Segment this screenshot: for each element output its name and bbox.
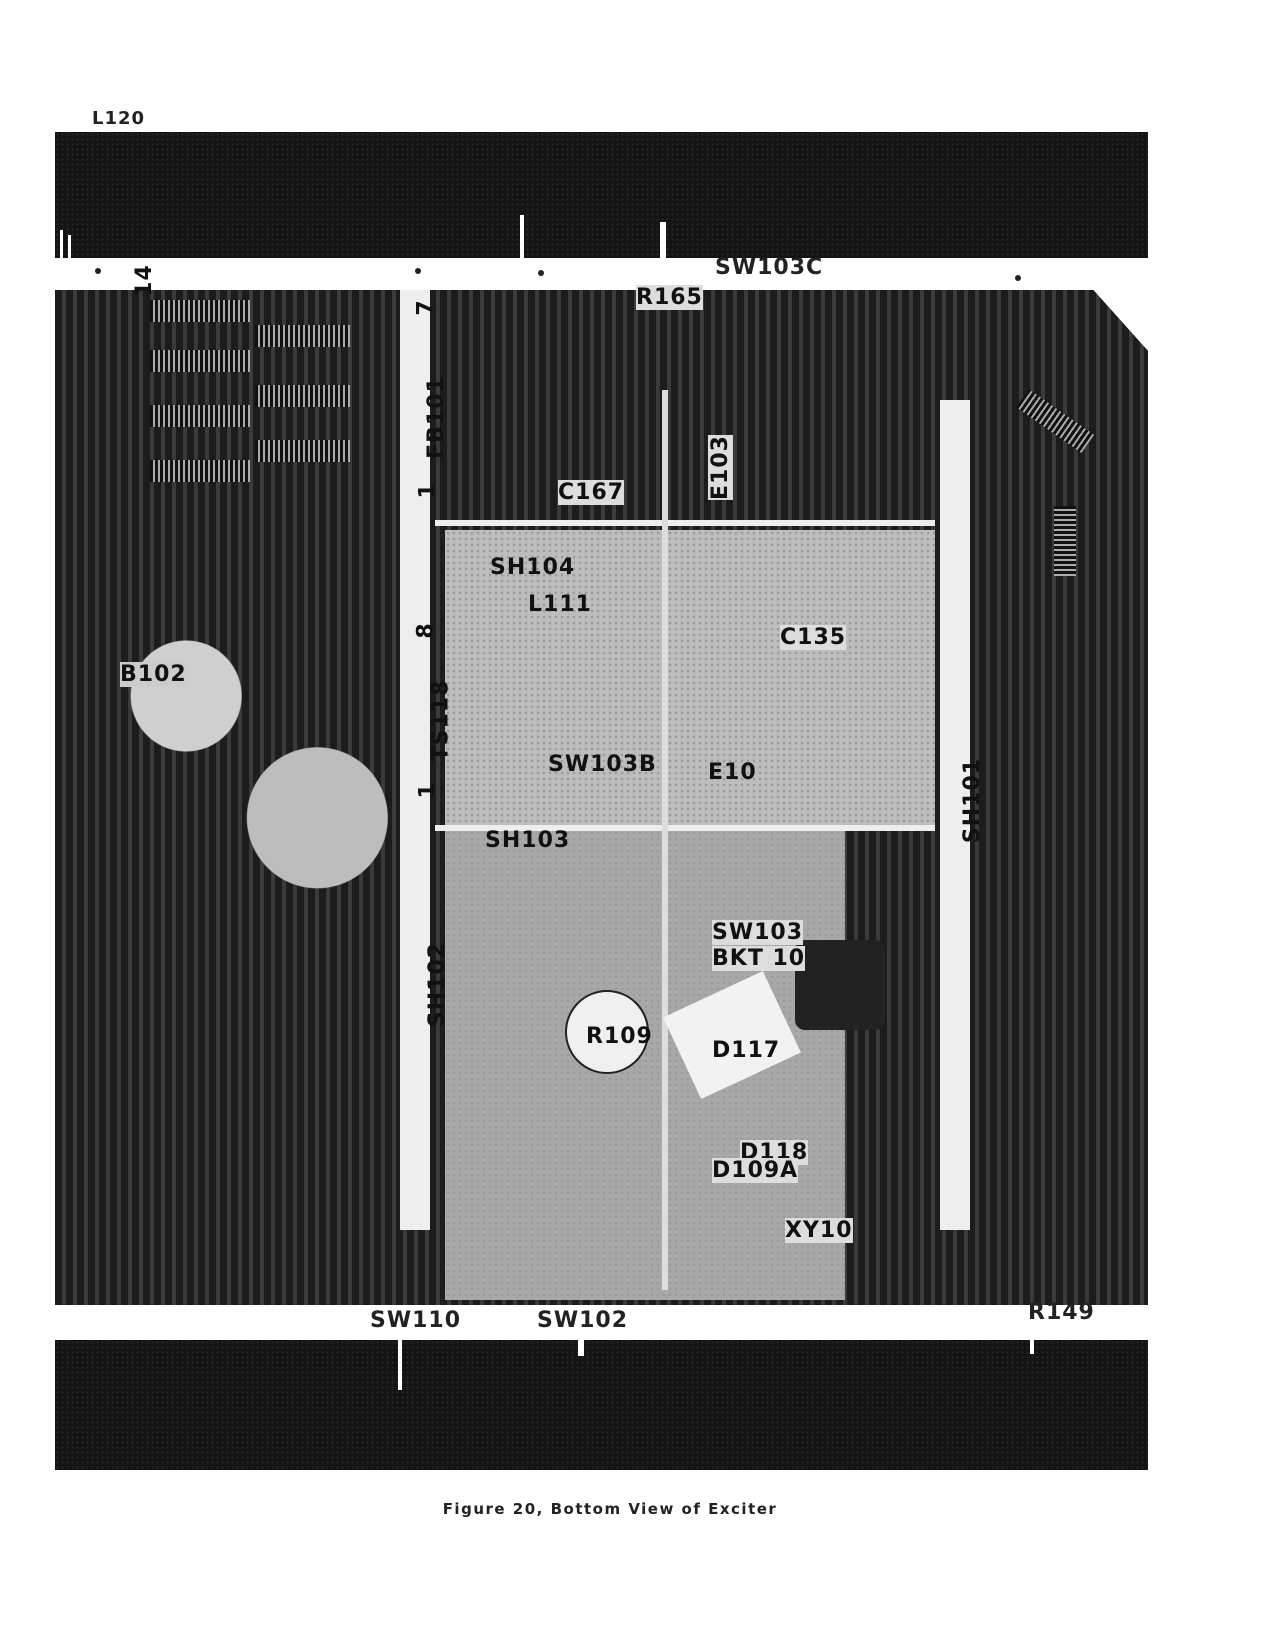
shield-edge: [435, 825, 935, 831]
label-sw103b: SW103B: [548, 752, 657, 777]
label-e10: E10: [708, 760, 757, 785]
coil: [255, 325, 350, 347]
label-ts118: TS118: [428, 679, 454, 762]
label-l111: L111: [528, 592, 592, 617]
label-l120: L120: [92, 108, 146, 129]
tick-mark: [1030, 1340, 1034, 1354]
coil: [255, 385, 350, 407]
tick-mark: [520, 215, 524, 258]
label-terminal-1b: 1: [415, 782, 441, 799]
label-bkt10: BKT 10: [712, 946, 806, 971]
terminal-board-strip: [400, 290, 430, 1230]
switch-shaft: [662, 390, 668, 1290]
top-black-band: [55, 132, 1148, 258]
label-sw102: SW102: [537, 1308, 629, 1333]
label-b102: B102: [120, 662, 187, 687]
tick-mark: [398, 1340, 402, 1390]
label-l114: 14: [131, 264, 157, 297]
label-r149: R149: [1028, 1300, 1095, 1325]
label-c167: C167: [558, 480, 625, 505]
coil: [150, 405, 250, 427]
r109-resistor-disk: [565, 990, 649, 1074]
coil: [150, 300, 250, 322]
shield-sh101-strip: [940, 400, 970, 1230]
transformer: [795, 940, 885, 1030]
tick-mark: [60, 230, 63, 258]
rivet-dot: [538, 270, 544, 276]
label-fb101: FB101: [423, 376, 449, 459]
label-c135: C135: [780, 625, 847, 650]
coil: [1054, 506, 1076, 576]
bottom-black-band: [55, 1340, 1148, 1470]
coil: [150, 460, 250, 482]
label-sw103c: SW103C: [715, 255, 824, 280]
label-sw103: SW103: [712, 920, 804, 945]
coil: [150, 350, 250, 372]
label-sh103: SH103: [485, 828, 571, 853]
label-sh102: SH102: [425, 941, 451, 1028]
figure-caption: Figure 20, Bottom View of Exciter: [442, 1500, 778, 1518]
rivet-dot: [415, 268, 421, 274]
shield-compartment-sh103: [445, 830, 845, 1300]
screw-mark: [578, 1340, 584, 1356]
label-d109a: D109A: [712, 1158, 799, 1183]
label-terminal-1: 1: [415, 482, 441, 499]
label-xy10: XY10: [785, 1218, 853, 1243]
label-terminal-8: 8: [413, 622, 439, 639]
coil: [1015, 389, 1095, 453]
label-terminal-7: 7: [413, 299, 439, 316]
rivet-dot: [1015, 275, 1021, 281]
label-r165: R165: [636, 285, 703, 310]
label-sh104: SH104: [490, 555, 576, 580]
label-r109: R109: [586, 1024, 653, 1049]
shield-compartment-sh104: [445, 530, 935, 830]
exciter-bottom-photo: [55, 290, 1148, 1305]
label-sw110: SW110: [370, 1308, 462, 1333]
label-e103: E103: [707, 435, 733, 500]
screw-mark: [660, 222, 666, 258]
label-sh101: SH101: [960, 757, 986, 844]
tick-mark: [68, 235, 71, 258]
label-d117: D117: [712, 1038, 781, 1063]
rivet-dot: [95, 268, 101, 274]
shield-edge: [435, 520, 935, 526]
coil: [255, 440, 350, 462]
